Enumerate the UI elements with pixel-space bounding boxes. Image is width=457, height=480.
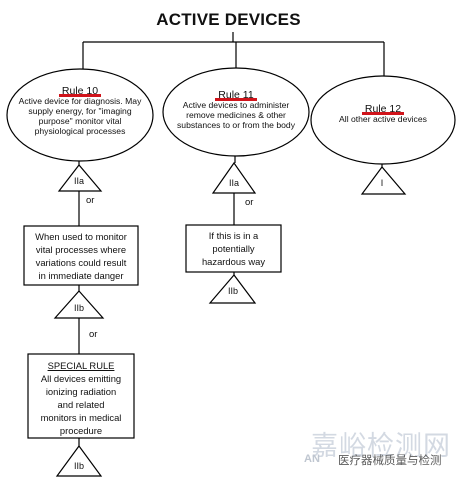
rule-10-underline: [58, 94, 102, 97]
rule-12-underline: [361, 112, 405, 115]
rule-10-text: Rule 10 Active device for diagnosis. May…: [18, 85, 142, 136]
watermark-prefix: AN: [304, 453, 320, 465]
rule-12-ellipse: [310, 75, 456, 165]
watermark-text: 嘉峪检测网: [311, 431, 451, 461]
or-label: or: [89, 329, 98, 340]
special-rule-box: [27, 353, 135, 439]
diagram-title: ACTIVE DEVICES: [156, 10, 301, 29]
class-label-rule10-special: IIb: [73, 461, 84, 471]
watermark-account: 医疗器械质量与检测: [338, 455, 442, 467]
monitor-box-text: When used to monitor vital processes whe…: [35, 231, 127, 281]
special-rule-text: SPECIAL RULE All devices emitting ionizi…: [28, 359, 134, 437]
class-label-rule11-sub: IIb: [227, 286, 238, 296]
rule-10-ellipse: [6, 68, 154, 162]
rule-12-label: Rule 12: [361, 104, 405, 115]
class-triangle-rule10-main: [57, 164, 103, 192]
hazard-box-text: If this is in a potentially hazardous wa…: [201, 230, 266, 267]
or-label: or: [245, 197, 254, 208]
class-label-rule10-main: IIa: [73, 176, 84, 186]
rule-12-text: Rule 12 All other active devices: [339, 103, 427, 124]
class-triangle-rule11-sub: [208, 274, 257, 304]
class-label-rule11-main: IIa: [228, 178, 239, 188]
class-triangle-rule10-special: [55, 444, 103, 477]
class-triangle-rule12-main: [360, 166, 407, 195]
rule-10-label: Rule 10: [58, 86, 102, 97]
or-label: or: [86, 195, 95, 206]
rule-11-text: Rule 11 Active devices to administer rem…: [177, 89, 295, 130]
rule-11-label: Rule 11: [215, 90, 257, 101]
monitor-box: [23, 225, 139, 286]
class-label-rule10-sub: IIb: [73, 303, 84, 313]
rule-11-ellipse: [162, 67, 310, 157]
rule-11-underline: [215, 98, 257, 101]
class-label-rule12-main: I: [380, 178, 384, 188]
special-rule-title: SPECIAL RULE: [47, 360, 115, 371]
